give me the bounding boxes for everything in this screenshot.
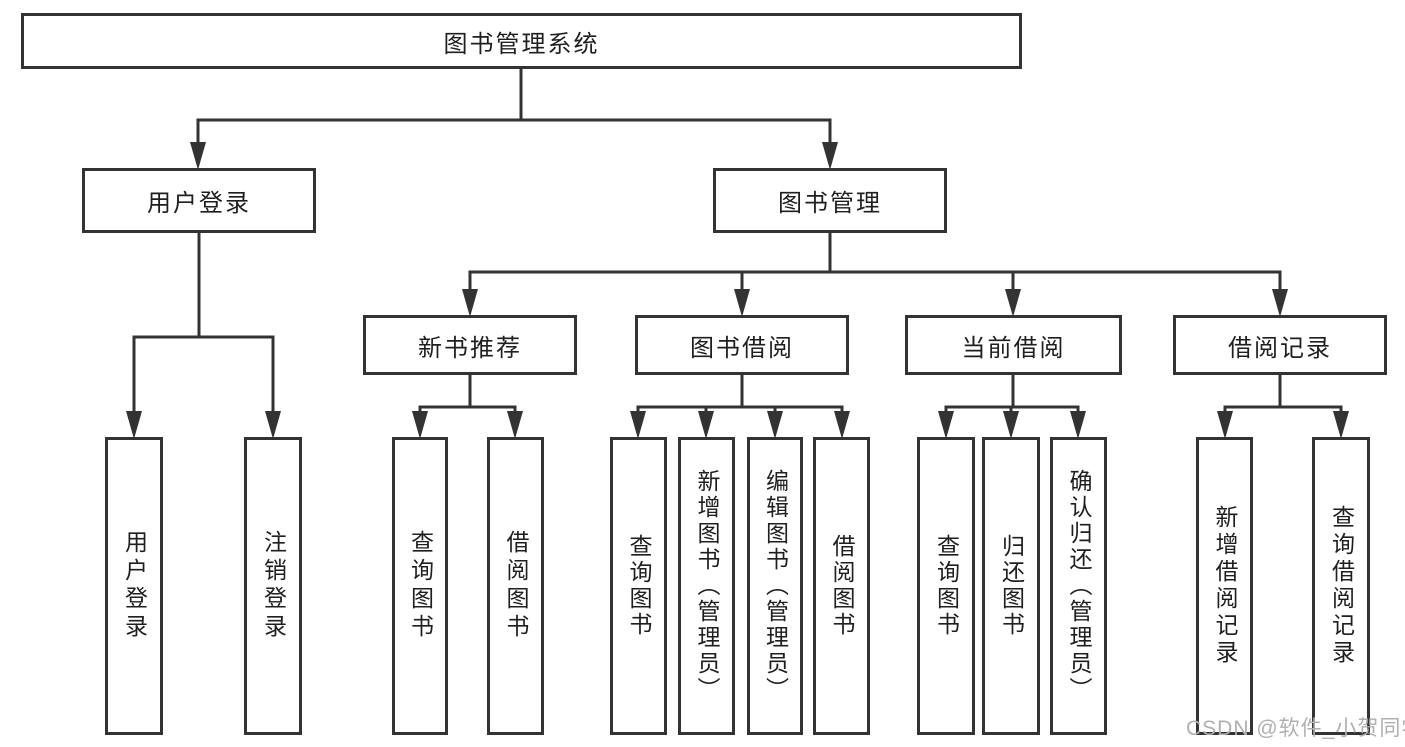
leaf-query-books-current: 查询图书 bbox=[917, 437, 975, 735]
leaf-query-borrow-record: 查询借阅记录 bbox=[1312, 437, 1370, 735]
arrowhead-icon bbox=[834, 411, 850, 439]
leaf-borrow-books-recommend: 借阅图书 bbox=[487, 437, 544, 735]
csdn-watermark: CSDN @软件_小贺同学 bbox=[1186, 717, 1405, 740]
node-user-login: 用户登录 bbox=[82, 168, 316, 233]
node-book-borrow: 图书借阅 bbox=[635, 315, 849, 375]
arrowhead-icon bbox=[1070, 411, 1086, 439]
arrowhead-icon bbox=[265, 411, 281, 439]
arrowhead-icon bbox=[630, 411, 646, 439]
leaf-borrow-books: 借阅图书 bbox=[813, 437, 870, 735]
node-borrow-records: 借阅记录 bbox=[1173, 315, 1387, 375]
arrowhead-icon bbox=[1003, 411, 1019, 439]
arrowhead-icon bbox=[412, 411, 428, 439]
arrowhead-icon bbox=[938, 411, 954, 439]
leaf-confirm-return-admin: 确认归还（管理员） bbox=[1050, 437, 1107, 735]
arrowhead-icon bbox=[462, 289, 478, 317]
arrowhead-icon bbox=[507, 411, 523, 439]
arrowhead-icon bbox=[190, 142, 206, 170]
arrowhead-icon bbox=[767, 411, 783, 439]
arrowhead-icon bbox=[698, 411, 714, 439]
leaf-add-books-admin: 新增图书（管理员） bbox=[678, 437, 735, 735]
leaf-edit-books-admin: 编辑图书（管理员） bbox=[747, 437, 803, 735]
arrowhead-icon bbox=[126, 411, 142, 439]
node-current-borrow: 当前借阅 bbox=[905, 315, 1122, 375]
leaf-query-books-borrow: 查询图书 bbox=[610, 437, 667, 735]
arrowhead-icon bbox=[1217, 411, 1233, 439]
arrowhead-icon bbox=[1005, 289, 1021, 317]
arrowhead-icon bbox=[1272, 289, 1288, 317]
leaf-query-books-recommend: 查询图书 bbox=[392, 437, 448, 735]
node-new-book-recommend: 新书推荐 bbox=[363, 315, 577, 375]
leaf-user-login: 用户登录 bbox=[105, 437, 163, 735]
arrowhead-icon bbox=[822, 142, 838, 170]
leaf-add-borrow-record: 新增借阅记录 bbox=[1196, 437, 1253, 735]
arrowhead-icon bbox=[1333, 411, 1349, 439]
arrowheads bbox=[126, 142, 1349, 439]
node-root-title: 图书管理系统 bbox=[21, 13, 1022, 69]
arrowhead-icon bbox=[734, 289, 750, 317]
node-book-management: 图书管理 bbox=[713, 168, 947, 233]
leaf-return-books: 归还图书 bbox=[982, 437, 1040, 735]
leaf-logout: 注销登录 bbox=[244, 437, 302, 735]
tree-edges bbox=[132, 67, 1343, 422]
